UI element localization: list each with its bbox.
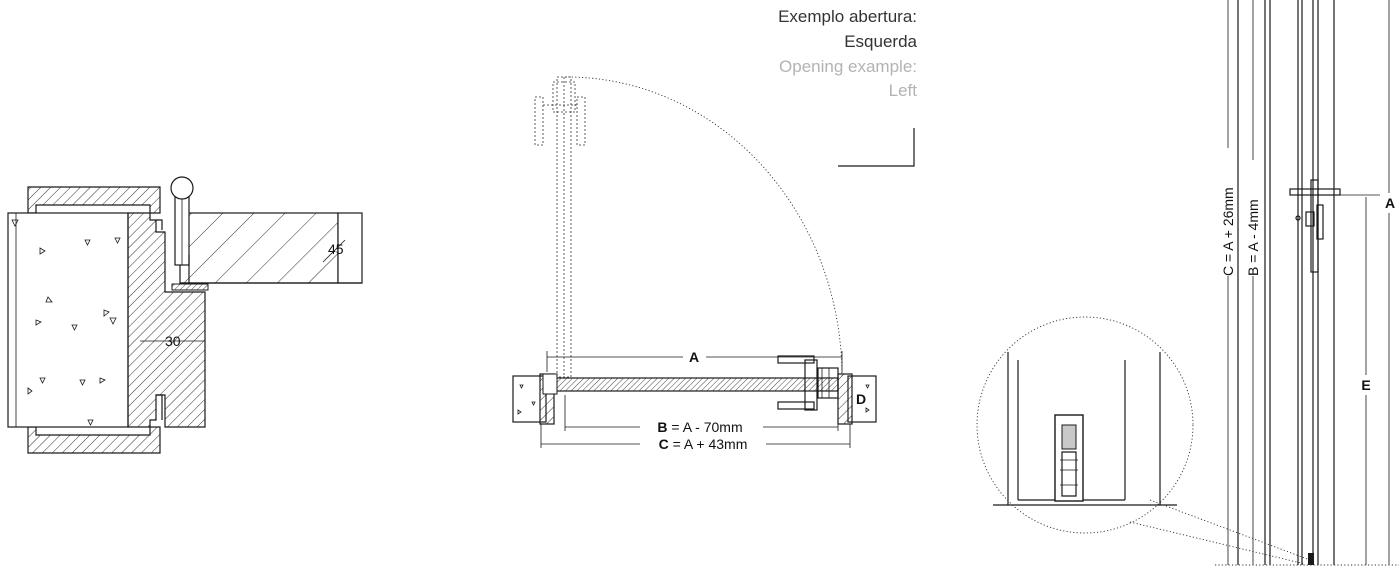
door-open-position	[534, 76, 586, 378]
hinge-knob	[170, 176, 194, 200]
caption-en-line1: Opening example:	[779, 57, 917, 76]
caption-pt-line2: Esquerda	[844, 32, 917, 51]
plan-dim-a-label: A	[689, 349, 699, 365]
seal-marker	[1308, 553, 1314, 565]
elevation-view: C = A + 26mm B = A - 4mm A E	[1215, 0, 1399, 566]
elevation-handle	[1289, 179, 1341, 273]
elev-dim-e-label: E	[1361, 377, 1370, 393]
concrete-aggregate	[11, 219, 121, 426]
right-wall-block	[847, 375, 877, 423]
door-jamb	[127, 212, 206, 428]
door-leaf	[179, 212, 339, 284]
opening-direction-marker	[838, 128, 915, 167]
bottom-casing-trim	[27, 426, 161, 454]
door-swing-arc	[564, 76, 843, 377]
plan-dim-c-label: C = A + 43mm	[659, 436, 748, 452]
concrete-wall	[7, 212, 129, 428]
elev-dim-c-label: C = A + 26mm	[1220, 187, 1236, 276]
section-detail: 45 30	[7, 176, 363, 454]
caption-en-line2: Left	[889, 81, 918, 100]
door-leaf-closed	[552, 377, 839, 392]
seal-detail-magnifier	[976, 316, 1311, 565]
plan-dim-d-label: D	[856, 391, 866, 407]
elev-dim-a-label: A	[1385, 195, 1395, 211]
caption-pt-line1: Exemplo abertura:	[778, 7, 917, 26]
plan-view: Exemplo abertura: Esquerda Opening examp…	[512, 7, 918, 452]
top-casing-trim	[27, 186, 161, 214]
door-handle	[777, 355, 839, 411]
plan-dim-b-label: B = A - 70mm	[657, 419, 742, 435]
elev-dim-b-label: B = A - 4mm	[1245, 199, 1261, 276]
dim-30-label: 30	[165, 333, 181, 349]
